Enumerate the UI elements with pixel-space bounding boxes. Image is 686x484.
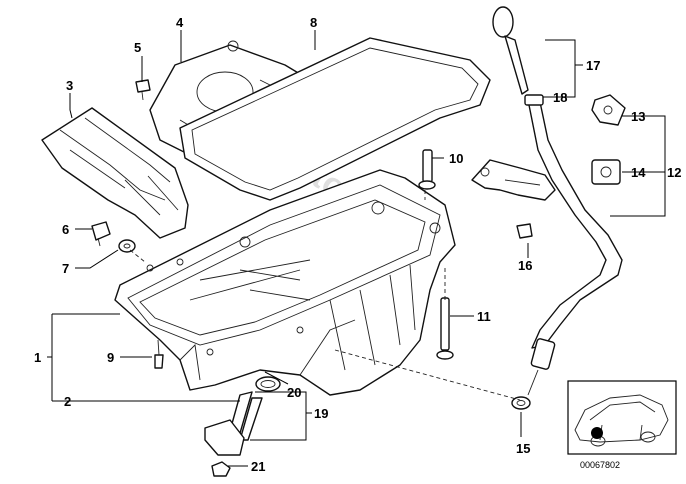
callout-9: 9 bbox=[107, 350, 114, 365]
oil-level-sensor-19-part bbox=[204, 391, 263, 456]
seal-ring-7-part bbox=[118, 239, 136, 253]
callout-21: 21 bbox=[251, 459, 265, 474]
dipstick-part bbox=[492, 6, 529, 95]
o-ring-15-part bbox=[511, 396, 531, 410]
diagram-code: 00067802 bbox=[580, 460, 620, 470]
leader-lines bbox=[47, 30, 666, 467]
callout-1: 1 bbox=[34, 350, 41, 365]
bolt-5-part bbox=[135, 79, 151, 101]
callout-20: 20 bbox=[287, 385, 301, 400]
callout-19: 19 bbox=[314, 406, 328, 421]
callout-5: 5 bbox=[134, 40, 141, 55]
bolt-16-part bbox=[516, 223, 533, 239]
bolt-11-part bbox=[436, 297, 454, 360]
callout-7: 7 bbox=[62, 261, 69, 276]
bolt-9-part bbox=[154, 339, 164, 369]
bracket-part bbox=[471, 159, 556, 201]
callout-11: 11 bbox=[477, 309, 491, 324]
callout-8: 8 bbox=[310, 15, 317, 30]
callout-16: 16 bbox=[518, 258, 532, 273]
callout-15: 15 bbox=[516, 441, 530, 456]
callout-4: 4 bbox=[176, 15, 184, 30]
clip-13-part bbox=[591, 94, 626, 126]
callout-3: 3 bbox=[66, 78, 73, 93]
bolt-10-part bbox=[418, 149, 436, 190]
vehicle-locator-inset bbox=[567, 380, 677, 455]
callout-13: 13 bbox=[631, 109, 645, 124]
callout-12: 12 bbox=[667, 165, 681, 180]
callout-2: 2 bbox=[64, 394, 71, 409]
clip-14-part bbox=[591, 159, 621, 185]
oil-pan-gasket-part bbox=[179, 37, 491, 201]
splash-shield-part bbox=[41, 107, 189, 239]
callout-14: 14 bbox=[631, 165, 646, 180]
callout-10: 10 bbox=[449, 151, 463, 166]
o-ring-20-part bbox=[255, 376, 281, 392]
oil-pan-part bbox=[114, 169, 456, 396]
drain-plug-6-part bbox=[91, 221, 111, 247]
nut-21-part bbox=[211, 461, 231, 477]
callout-6: 6 bbox=[62, 222, 69, 237]
callout-17: 17 bbox=[586, 58, 600, 73]
dipstick-guide-tube-part bbox=[524, 94, 623, 396]
engine-location-marker bbox=[591, 427, 603, 439]
callout-18: 18 bbox=[553, 90, 567, 105]
